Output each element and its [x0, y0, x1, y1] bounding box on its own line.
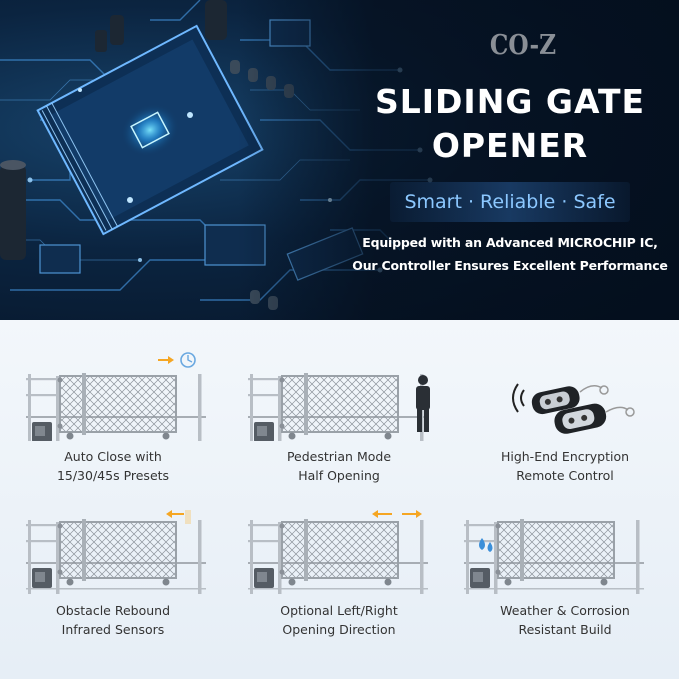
clock-icon: [180, 352, 196, 368]
signal-waves-icon: [512, 383, 525, 413]
feature-caption: Pedestrian Mode Half Opening: [226, 447, 452, 485]
caption-line1: Obstacle Rebound: [55, 603, 171, 618]
arrow-right-icon: [158, 356, 174, 364]
features-panel: Auto Close with 15/30/45s Presets Pedest…: [0, 320, 679, 679]
feature-caption: Weather & Corrosion Resistant Build: [452, 601, 678, 639]
hero-banner: CO-Z SLIDING GATE OPENER Smart · Reliabl…: [0, 0, 679, 320]
feature-caption: Optional Left/Right Opening Direction: [226, 601, 452, 639]
gate-illustration: [248, 510, 428, 594]
tagline-text: Smart · Reliable · Safe: [404, 191, 616, 213]
gate-illustration: [26, 510, 206, 594]
arrows-left-right-icon: [372, 510, 422, 518]
person-icon: [416, 375, 430, 432]
feature-caption: Auto Close with 15/30/45s Presets: [0, 447, 226, 485]
feature-weather-resistant: Weather & Corrosion Resistant Build: [452, 502, 678, 652]
water-drop-icon: [479, 538, 493, 552]
caption-line2: Opening Direction: [282, 622, 396, 637]
caption-line1: High-End Encryption: [500, 449, 630, 464]
feature-left-right-direction: Optional Left/Right Opening Direction: [226, 502, 452, 652]
gate-illustration: [26, 352, 206, 441]
tagline-banner: Smart · Reliable · Safe: [390, 182, 630, 222]
caption-line2: Infrared Sensors: [61, 622, 165, 637]
hero-title-line1: SLIDING GATE: [374, 82, 646, 121]
feature-obstacle-rebound: Obstacle Rebound Infrared Sensors: [0, 502, 226, 652]
remote-illustration: [512, 383, 635, 434]
caption-line1: Weather & Corrosion: [500, 603, 630, 618]
gate-illustration: [464, 518, 644, 594]
feature-pedestrian-mode: Pedestrian Mode Half Opening: [226, 346, 452, 496]
caption-line1: Optional Left/Right: [280, 603, 398, 618]
caption-line1: Auto Close with: [64, 449, 162, 464]
hero-description-line1: Equipped with an Advanced MICROCHIP IC,: [362, 235, 658, 250]
caption-line2: Remote Control: [516, 468, 614, 483]
hero-title-line2: OPENER: [431, 126, 589, 165]
caption-line1: Pedestrian Mode: [286, 449, 392, 464]
hero-description-line2: Our Controller Ensures Excellent Perform…: [352, 258, 668, 273]
caption-line2: 15/30/45s Presets: [56, 468, 170, 483]
infrared-beam-icon: [185, 510, 191, 524]
caption-line2: Half Opening: [298, 468, 380, 483]
feature-caption: Obstacle Rebound Infrared Sensors: [0, 601, 226, 639]
arrow-left-icon: [166, 510, 184, 518]
feature-caption: High-End Encryption Remote Control: [452, 447, 678, 485]
caption-line2: Resistant Build: [518, 622, 612, 637]
brand-logo: CO-Z: [489, 30, 557, 61]
feature-auto-close: Auto Close with 15/30/45s Presets: [0, 346, 226, 496]
feature-encryption-remote: High-End Encryption Remote Control: [452, 346, 678, 496]
remote-control-icon: [531, 385, 635, 434]
hero-shade-overlay: [0, 0, 679, 320]
gate-illustration: [248, 372, 430, 441]
